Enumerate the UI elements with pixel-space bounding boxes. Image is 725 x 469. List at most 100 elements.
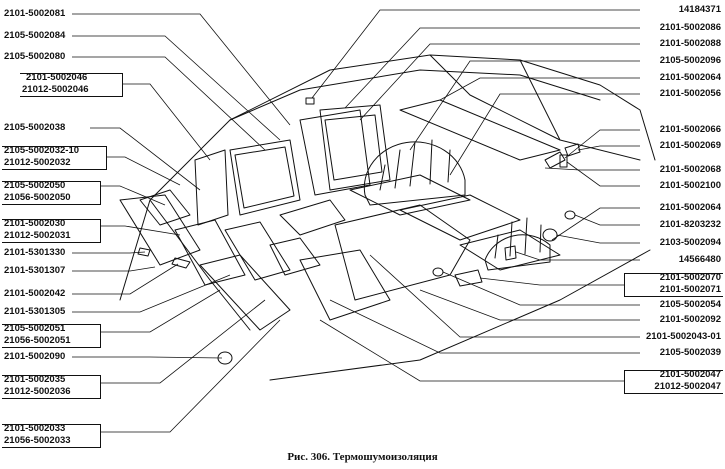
leader-right-1 [311, 9, 640, 99]
label-2105-5002032-10: 2105-5002032-10 [4, 145, 80, 156]
label-2105-5002050: 2105-5002050 [4, 180, 66, 191]
label-2101-5002043-01: 2101-5002043-01 [645, 331, 721, 342]
bracket-left-4 [2, 219, 101, 243]
rear-window-line [429, 54, 641, 161]
centre-floor [299, 249, 391, 321]
label-2101-5301305: 2101-5301305 [4, 306, 66, 317]
leader-right-7 [564, 129, 640, 159]
plug-2 [564, 210, 576, 220]
label-2101-5002070: 2101-5002070 [659, 272, 721, 283]
bracket-left-5 [2, 324, 101, 348]
rear-wheel-arch-2-lines [494, 217, 542, 259]
leader-right-20 [319, 319, 625, 382]
label-2101-5002081: 2101-5002081 [4, 8, 66, 19]
label-2101-5002033: 2101-5002033 [4, 423, 66, 434]
plug-4 [432, 267, 444, 277]
label-21012-5002046: 21012-5002046 [22, 84, 89, 95]
front-floor-panel [334, 204, 471, 301]
bracket-left-3 [2, 181, 101, 205]
leader-right-5 [439, 77, 640, 101]
label-14184371: 14184371 [678, 4, 721, 15]
leader-left-14 [72, 356, 223, 359]
label-2105-5002051: 2105-5002051 [4, 323, 66, 334]
label-2101-5002035: 2101-5002035 [4, 374, 66, 385]
dash-panel [139, 189, 191, 226]
label-2101-5002086: 2101-5002086 [659, 22, 721, 33]
label-2101-5301307: 2101-5301307 [4, 265, 66, 276]
plug-1 [542, 228, 558, 242]
door-panel-inner [324, 114, 383, 181]
bracket-right-2 [624, 370, 723, 394]
leader-left-15 [100, 299, 266, 384]
label-2101-5301330: 2101-5301330 [4, 247, 66, 258]
label-14566480: 14566480 [678, 254, 721, 265]
label-2105-5002038: 2105-5002038 [4, 122, 66, 133]
leader-right-9 [544, 167, 640, 171]
label-2101-5002030: 2101-5002030 [4, 218, 66, 229]
label-2103-5002094: 2103-5002094 [659, 237, 721, 248]
stud-1 [171, 257, 191, 269]
leader-right-10 [566, 161, 640, 187]
leader-right-6 [449, 93, 640, 176]
leader-right-14 [515, 251, 640, 261]
label-2105-5002096: 2105-5002096 [659, 55, 721, 66]
leader-left-5 [90, 127, 201, 191]
label-2105-5002084: 2105-5002084 [4, 30, 66, 41]
label-2101-5002071: 2101-5002071 [659, 284, 721, 295]
rear-side-panel [229, 139, 301, 216]
label-21056-5002051: 21056-5002051 [4, 335, 71, 346]
rear-wheel-arch-2 [484, 234, 551, 271]
leader-left-3 [72, 56, 266, 151]
rear-floor-panel-2 [399, 194, 521, 241]
leader-right-12 [574, 214, 640, 226]
label-21012-5002032: 21012-5002032 [4, 157, 71, 168]
label-2101-5002100: 2101-5002100 [659, 180, 721, 191]
leader-left-11 [72, 263, 179, 295]
rear-wheel-arch-1-lines [379, 139, 451, 191]
bracket-left-6 [2, 375, 101, 399]
front-side-panel [174, 219, 246, 286]
label-2105-5002054: 2105-5002054 [659, 299, 721, 310]
left-door-panel [194, 149, 229, 226]
label-2101-5002088: 2101-5002088 [659, 38, 721, 49]
label-2101-5002090: 2101-5002090 [4, 351, 66, 362]
leader-right-18 [369, 254, 640, 338]
front-pillar [149, 199, 251, 331]
bracket-right-1 [624, 273, 723, 297]
leader-left-7 [100, 185, 166, 206]
leader-left-1 [72, 13, 291, 126]
leader-left-13 [100, 289, 221, 333]
leader-right-11 [551, 207, 640, 241]
pad-1 [454, 269, 483, 287]
leader-right-16 [442, 271, 640, 306]
leader-right-13 [556, 234, 640, 244]
front-floor-small [269, 237, 321, 276]
front-floor-panel-2 [279, 199, 346, 236]
leader-right-8 [577, 145, 640, 151]
leader-left-12 [72, 274, 231, 313]
parcel-shelf [399, 99, 561, 161]
bracket-left-7 [2, 424, 101, 448]
sill-line [269, 249, 651, 381]
label-2101-5002056: 2101-5002056 [659, 88, 721, 99]
leader-left-4 [122, 83, 211, 161]
label-2101-5002068: 2101-5002068 [659, 164, 721, 175]
leader-left-2 [72, 35, 281, 141]
grommet-1 [504, 245, 517, 261]
label-2101-5002047: 2101-5002047 [659, 369, 721, 380]
label-2105-5002039: 2105-5002039 [659, 347, 721, 358]
front-footwell [119, 194, 201, 266]
bracket-left-1 [20, 73, 123, 97]
leader-right-3 [359, 43, 640, 121]
leader-right-19 [329, 299, 640, 354]
rear-floor-panel [349, 174, 471, 216]
label-2101-5002046: 2101-5002046 [26, 72, 88, 83]
label-21056-5002050: 21056-5002050 [4, 192, 71, 203]
stud-2 [137, 247, 151, 257]
leader-left-6 [106, 156, 181, 186]
label-21012-5002047: 21012-5002047 [654, 381, 721, 392]
trunk-floor [459, 229, 561, 271]
label-2101-5002064-a: 2101-5002064 [659, 72, 721, 83]
